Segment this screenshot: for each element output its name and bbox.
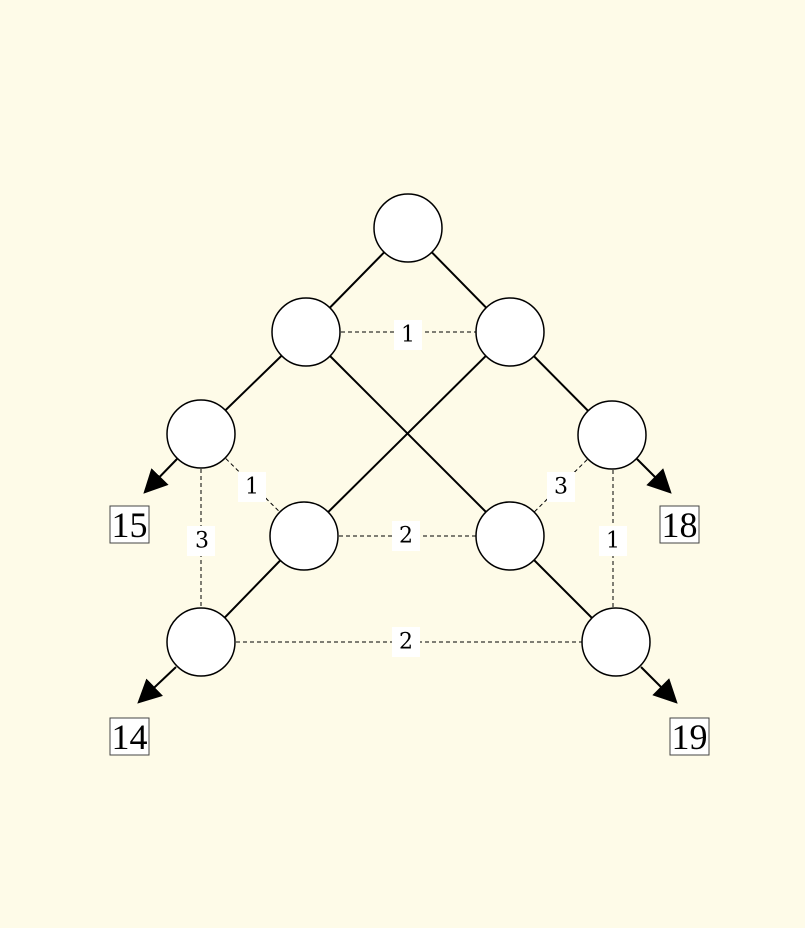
edge-weight-labels: 1 1 3 2 3 1 2 xyxy=(187,320,627,657)
output-label-right-lower: 19 xyxy=(672,717,708,757)
node xyxy=(577,400,647,470)
edge xyxy=(303,331,511,537)
output-arrow-right-lower xyxy=(640,666,678,704)
output-arrow-left-upper xyxy=(143,458,178,494)
nodes xyxy=(166,193,651,677)
node-root xyxy=(373,193,443,263)
output-arrow-right-upper xyxy=(636,458,672,494)
weight-label: 3 xyxy=(195,529,209,554)
output-label-left-upper: 15 xyxy=(112,505,148,545)
node xyxy=(581,607,651,677)
weight-label: 2 xyxy=(399,524,413,549)
output-boxes: 15 18 14 19 xyxy=(109,505,710,757)
weight-label: 3 xyxy=(554,475,568,500)
node xyxy=(475,297,545,367)
node xyxy=(269,501,339,571)
weight-label: 1 xyxy=(245,475,259,500)
node xyxy=(166,607,236,677)
weight-label: 2 xyxy=(399,630,413,655)
node xyxy=(475,501,545,571)
weight-label: 1 xyxy=(401,323,415,348)
output-label-left-lower: 14 xyxy=(112,717,148,757)
weight-label: 1 xyxy=(606,529,620,554)
output-arrow-left-lower xyxy=(137,666,177,704)
node xyxy=(166,399,236,469)
output-label-right-upper: 18 xyxy=(662,505,698,545)
node xyxy=(271,297,341,367)
